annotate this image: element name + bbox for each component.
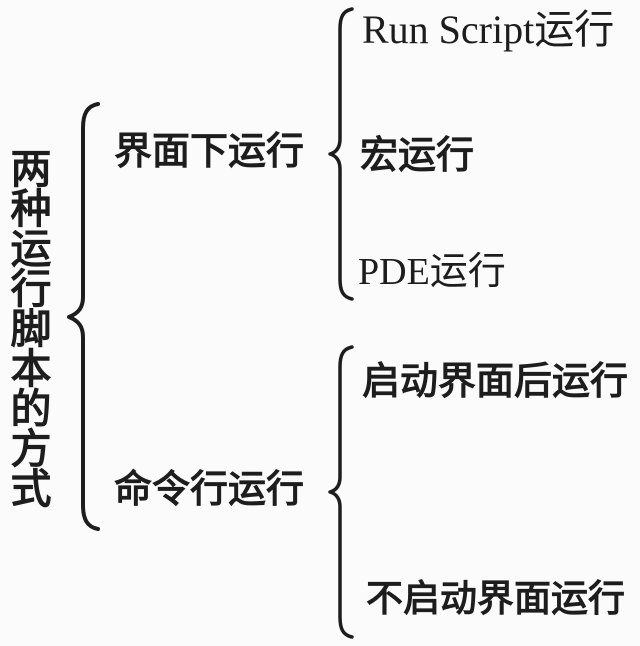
leaf-pde-run: PDE运行 — [358, 251, 506, 293]
leaf-run-without-gui: 不启动界面运行 — [366, 578, 625, 619]
leaf-macro-run: 宏运行 — [360, 135, 475, 177]
root-brace — [67, 102, 100, 531]
leaf-run-after-starting-gui: 启动界面后运行 — [362, 361, 629, 403]
leaf-run-script: Run Script运行 — [362, 7, 615, 52]
branch-gui-brace — [328, 7, 354, 301]
branch-label-cmdline-run: 命令行运行 — [114, 469, 305, 511]
branch-cmdline-brace — [328, 345, 354, 639]
branch-label-gui-run: 界面下运行 — [114, 131, 305, 173]
root-label: 两种运行脚本的方式 — [10, 146, 52, 512]
